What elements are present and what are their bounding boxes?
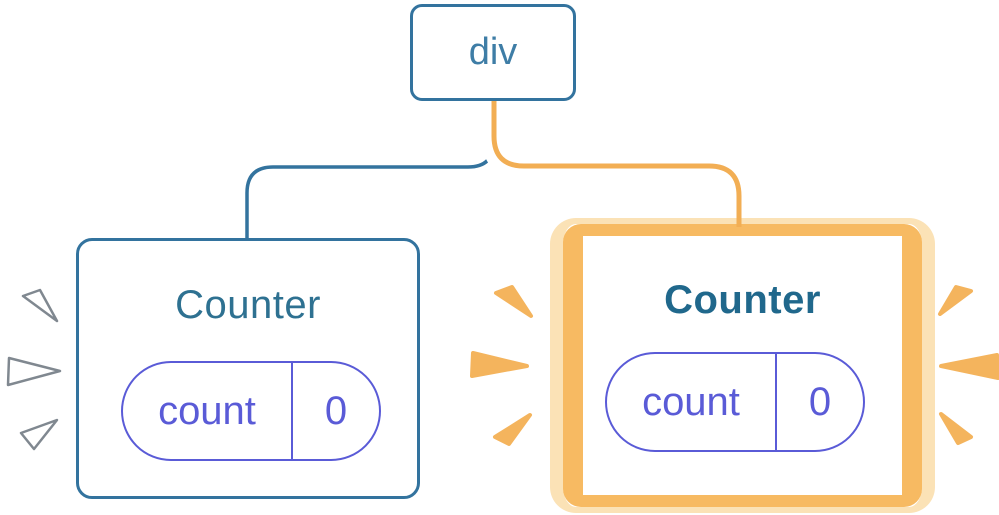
- root-div-node: div: [410, 4, 576, 101]
- edge-root-to-left-counter: [245, 98, 496, 242]
- spark-icon: [493, 413, 532, 446]
- spark-icon: [938, 285, 973, 316]
- state-value: 0: [324, 388, 348, 433]
- sparks-right-group: [938, 285, 999, 445]
- spark-icon: [939, 353, 999, 380]
- spark-icon: [6, 356, 62, 387]
- counter-title: Counter: [175, 283, 321, 327]
- spark-icon: [21, 288, 59, 323]
- spark-icon: [470, 351, 529, 378]
- counter-title: Counter: [664, 278, 821, 322]
- counter-card-right: Counter count 0: [563, 224, 922, 507]
- sparks-middle-group: [470, 285, 533, 446]
- edge-root-to-right-counter-casing: [481, 98, 752, 220]
- spark-icon: [494, 285, 533, 318]
- counter-card-left: Counter count 0: [76, 238, 420, 499]
- sparks-left-group: [6, 288, 62, 451]
- edge-root-to-right-counter: [491, 98, 742, 220]
- state-label: count: [123, 363, 293, 459]
- counter-card-right-highlight-ring: Counter count 0: [550, 218, 935, 513]
- state-pill: count 0: [605, 352, 865, 452]
- state-value: 0: [808, 379, 832, 424]
- spark-icon: [939, 412, 973, 445]
- state-pill: count 0: [121, 361, 381, 461]
- root-div-label: div: [468, 31, 518, 73]
- spark-icon: [19, 418, 59, 451]
- state-label: count: [607, 354, 777, 450]
